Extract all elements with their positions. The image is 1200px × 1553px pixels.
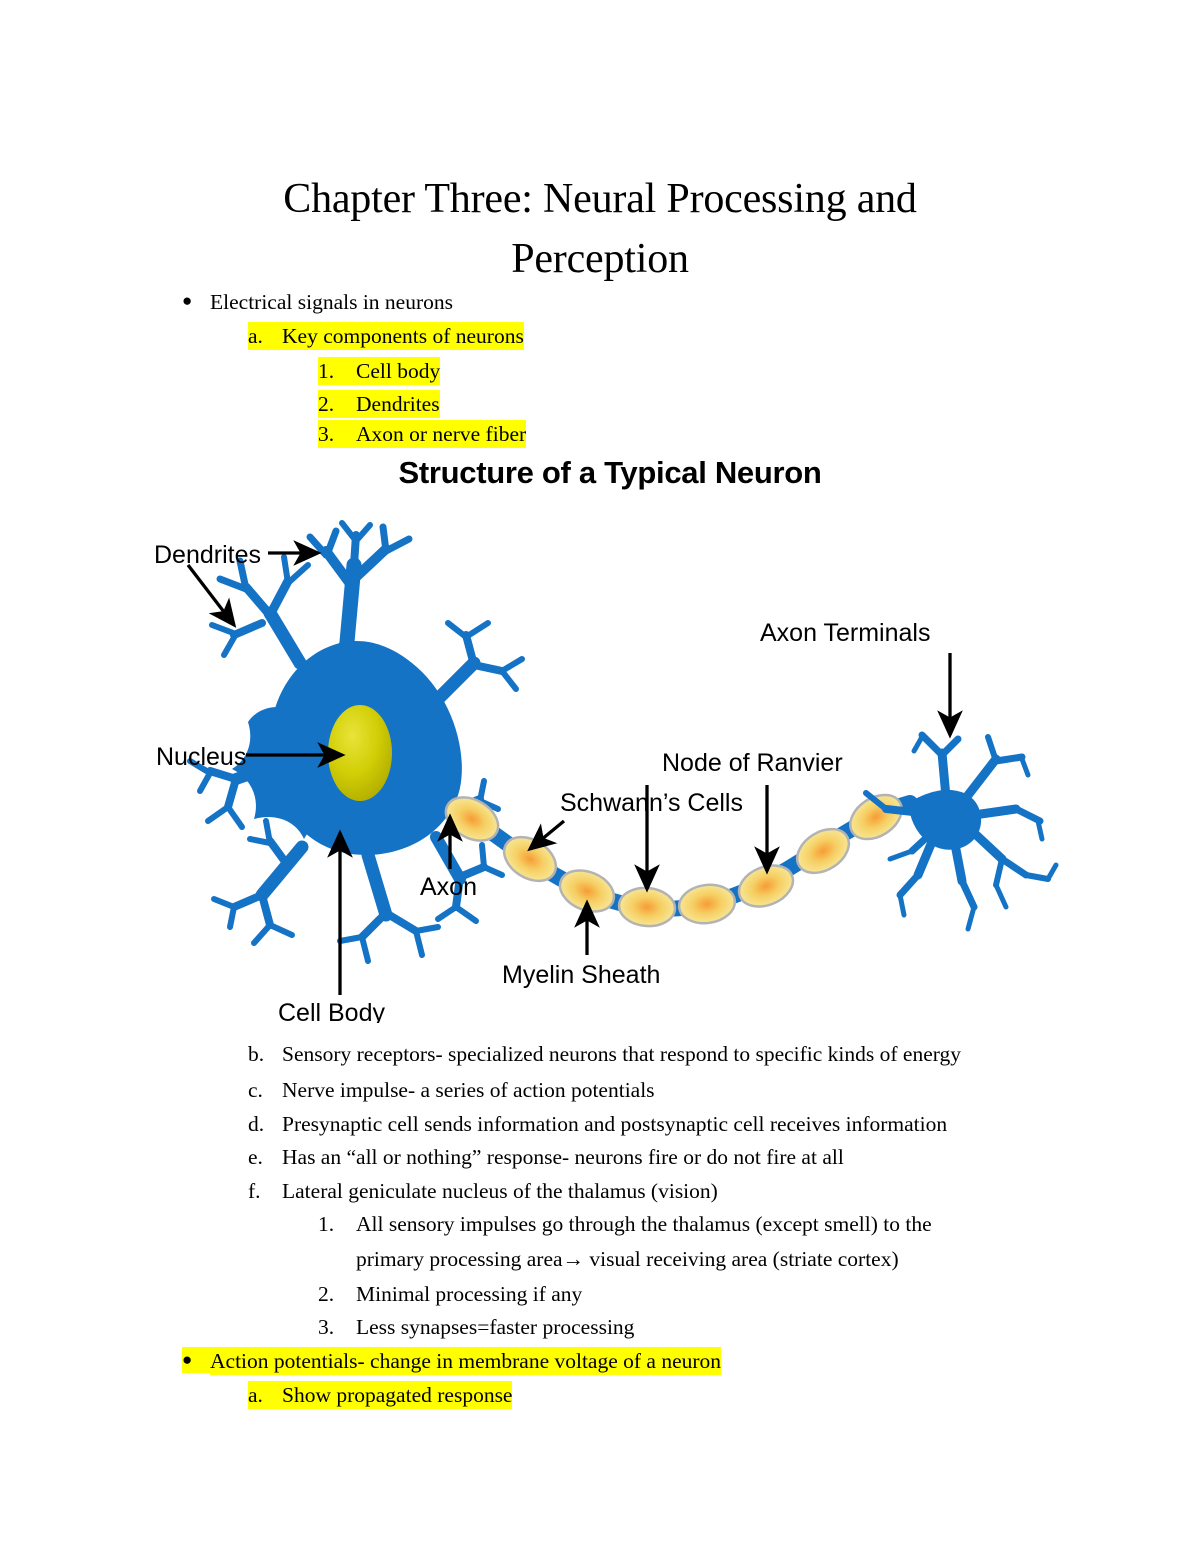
- outline-item: 1. All sensory impulses go through the th…: [318, 1210, 932, 1238]
- label-nucleus: Nucleus: [156, 743, 246, 771]
- outline-item-marker: 2.: [318, 390, 356, 419]
- outline-item-text: Dendrites: [356, 390, 440, 419]
- outline-item-marker: ●: [182, 291, 193, 310]
- outline-item-text: Less synapses=faster processing: [356, 1315, 635, 1339]
- outline-item-marker: 1.: [318, 1212, 335, 1236]
- outline-item: ● Electrical signals in neurons: [182, 288, 453, 316]
- label-dendrites: Dendrites: [154, 541, 261, 569]
- outline-item: 2. Minimal processing if any: [318, 1280, 582, 1308]
- outline-item-text: Sensory receptors- specialized neurons t…: [282, 1042, 962, 1066]
- outline-item-text: Cell body: [356, 357, 441, 386]
- neuron-soma-and-dendrites: [187, 520, 525, 964]
- outline-item-marker: 1.: [318, 357, 356, 386]
- label-myelin-sheath: Myelin Sheath: [502, 961, 660, 989]
- label-schwanns-cells: Schwann’s Cells: [560, 789, 743, 817]
- outline-item-text: primary processing area→ visual receivin…: [356, 1247, 899, 1271]
- outline-item-text: Electrical signals in neurons: [210, 290, 453, 314]
- outline-item: 3.Axon or nerve fiber: [318, 420, 527, 449]
- label-axon: Axon: [420, 873, 477, 901]
- outline-item-text: Axon or nerve fiber: [356, 420, 527, 449]
- outline-item: a.Key components of neurons: [248, 322, 524, 351]
- outline-item-text: Show propagated response: [282, 1381, 513, 1410]
- outline-item-marker: f.: [248, 1179, 261, 1203]
- outline-item-text: Has an “all or nothing” response- neuron…: [282, 1145, 844, 1169]
- outline-item: d. Presynaptic cell sends information and…: [248, 1110, 947, 1138]
- myelin-sheath-segments: [444, 793, 903, 928]
- outline-item-text: All sensory impulses go through the thal…: [356, 1212, 932, 1236]
- nucleus-shape: [328, 705, 392, 801]
- outline-item: f. Lateral geniculate nucleus of the thal…: [248, 1177, 718, 1205]
- label-cell-body: Cell Body: [278, 999, 385, 1023]
- outline-item-text: Presynaptic cell sends information and p…: [282, 1112, 948, 1136]
- outline-item-text: Minimal processing if any: [356, 1282, 583, 1306]
- outline-item: 1.Cell body: [318, 357, 441, 386]
- outline-item: b. Sensory receptors- specialized neurons…: [248, 1040, 961, 1068]
- outline-item: c. Nerve impulse- a series of action pote…: [248, 1076, 655, 1104]
- outline-item-marker: e.: [248, 1145, 263, 1169]
- outline-item-marker: a.: [248, 1381, 282, 1410]
- outline-item-marker: c.: [248, 1078, 263, 1102]
- outline-item: a.Show propagated response: [248, 1381, 513, 1410]
- arrow-dendrites-diagonal: [186, 563, 237, 628]
- axon-terminals-shape: [863, 731, 1059, 932]
- arrow-schwanns-cells: [527, 819, 566, 852]
- label-node-of-ranvier: Node of Ranvier: [662, 749, 843, 777]
- outline-item: primary processing area→ visual receivin…: [356, 1245, 899, 1273]
- outline-item-marker: 3.: [318, 420, 356, 449]
- outline-item-text: Nerve impulse- a series of action potent…: [282, 1078, 655, 1102]
- neuron-figure: Structure of a Typical Neuron: [150, 455, 1070, 1025]
- label-axon-terminals: Axon Terminals: [760, 619, 930, 647]
- neuron-diagram: Dendrites Nucleus Cell Body Axon Schwann…: [154, 520, 1059, 1023]
- outline-item-marker: 2.: [318, 1282, 335, 1306]
- figure-title: Structure of a Typical Neuron: [398, 455, 822, 490]
- title-line-2: Perception: [511, 235, 689, 282]
- leader-arrows: [186, 540, 963, 995]
- outline-item: 2.Dendrites: [318, 390, 440, 419]
- outline-item-text: Action potentials- change in membrane vo…: [210, 1347, 722, 1376]
- outline-item-text: Key components of neurons: [282, 322, 524, 351]
- outline-item: e. Has an “all or nothing” response- neur…: [248, 1143, 844, 1171]
- outline-item-marker: 3.: [318, 1315, 335, 1339]
- title-line-1: Chapter Three: Neural Processing and: [283, 176, 917, 223]
- outline-item-text: Lateral geniculate nucleus of the thalam…: [282, 1179, 718, 1203]
- page-title: Chapter Three: Neural Processing and Per…: [205, 170, 995, 289]
- outline-item-marker: ●: [182, 1347, 210, 1374]
- outline-item-marker: b.: [248, 1042, 265, 1066]
- outline-item: ●Action potentials- change in membrane v…: [182, 1347, 722, 1376]
- outline-item-marker: d.: [248, 1112, 265, 1136]
- outline-item-marker: a.: [248, 322, 282, 351]
- outline-item: 3. Less synapses=faster processing: [318, 1313, 634, 1341]
